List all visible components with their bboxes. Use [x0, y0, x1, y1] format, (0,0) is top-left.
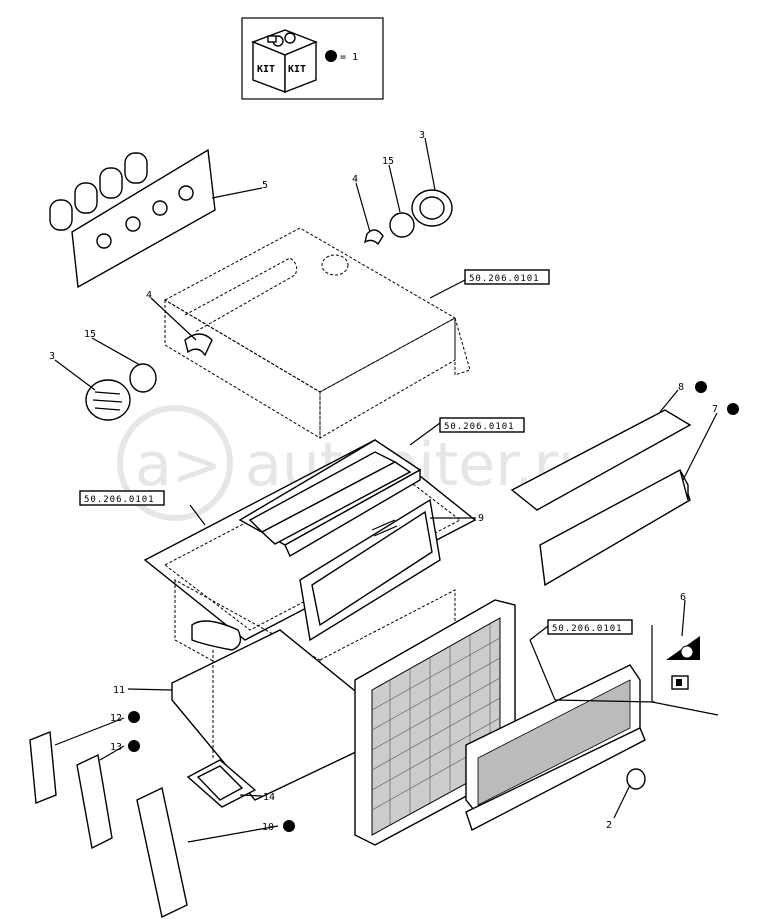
- callout-15-left: 15: [84, 329, 96, 340]
- leader-lines: [54, 137, 718, 843]
- callout-12: 12: [110, 713, 122, 724]
- kit-marker-8-icon: [695, 381, 707, 393]
- callout-5: 5: [262, 180, 268, 191]
- reference-text: 50.206.0101: [84, 495, 155, 505]
- part-2-knob: [626, 768, 646, 790]
- callout-13: 13: [110, 742, 122, 753]
- callout-2: 2: [606, 820, 612, 831]
- callout-3-left: 3: [49, 351, 55, 362]
- part-4-clip-left: [184, 333, 213, 357]
- part-4-clip-top: [363, 229, 384, 246]
- part-14-gasket: [186, 759, 257, 808]
- callout-4-left: 4: [146, 290, 152, 301]
- part-5-panel: [49, 148, 216, 289]
- part-3-grommet-left: [85, 379, 131, 421]
- front-perforated-panel: [465, 664, 646, 831]
- part-9-frame: [299, 498, 441, 642]
- callout-15-top: 15: [382, 156, 394, 167]
- part-7-strip: [539, 468, 691, 587]
- kit-equals-label: = 1: [340, 52, 358, 63]
- part-3-grommet-top: [411, 189, 453, 227]
- kit-dot-icon: [325, 50, 337, 62]
- kit-marker-10-icon: [283, 820, 295, 832]
- reference-box-1: 50.206.0101: [464, 269, 550, 285]
- kit-marker-13-icon: [128, 740, 140, 752]
- callout-11: 11: [113, 685, 125, 696]
- part-8-strip: [510, 409, 692, 511]
- callout-14: 14: [263, 792, 275, 803]
- part-15-filter-left: [129, 363, 157, 393]
- middle-housing: [143, 439, 477, 721]
- callout-4-top: 4: [352, 174, 358, 185]
- part-10-pad: [136, 786, 188, 919]
- kit-text-right: KIT: [288, 64, 306, 75]
- part-15-filter-top: [389, 212, 415, 238]
- kit-markers: [128, 381, 739, 832]
- callout-3-top: 3: [419, 130, 425, 141]
- reference-text: 50.206.0101: [469, 274, 540, 284]
- reference-box-3: 50.206.0101: [79, 490, 165, 506]
- reference-box-4: 50.206.0101: [547, 619, 633, 635]
- part-12-pad: [29, 731, 57, 804]
- part-13-pad: [76, 753, 113, 850]
- kit-box-icon: KIT KIT: [251, 29, 318, 94]
- kit-text-left: KIT: [257, 64, 275, 75]
- callout-labels: 3 15 4 5 4 15 3 8 7 9 6 11 12 13 14 10 2: [49, 130, 718, 833]
- upper-housing: [163, 227, 471, 439]
- reference-box-2: 50.206.0101: [439, 417, 525, 433]
- kit-legend: KIT KIT = 1: [241, 17, 384, 100]
- kit-marker-12-icon: [128, 711, 140, 723]
- callout-7: 7: [712, 404, 718, 415]
- callout-10: 10: [262, 822, 274, 833]
- kit-marker-7-icon: [727, 403, 739, 415]
- callout-9: 9: [478, 513, 484, 524]
- callout-8: 8: [678, 382, 684, 393]
- callout-6: 6: [680, 592, 686, 603]
- part-6-decal: [651, 625, 719, 716]
- watermark-logo-text: a>: [135, 430, 222, 500]
- reference-text: 50.206.0101: [444, 422, 515, 432]
- reference-text: 50.206.0101: [552, 624, 623, 634]
